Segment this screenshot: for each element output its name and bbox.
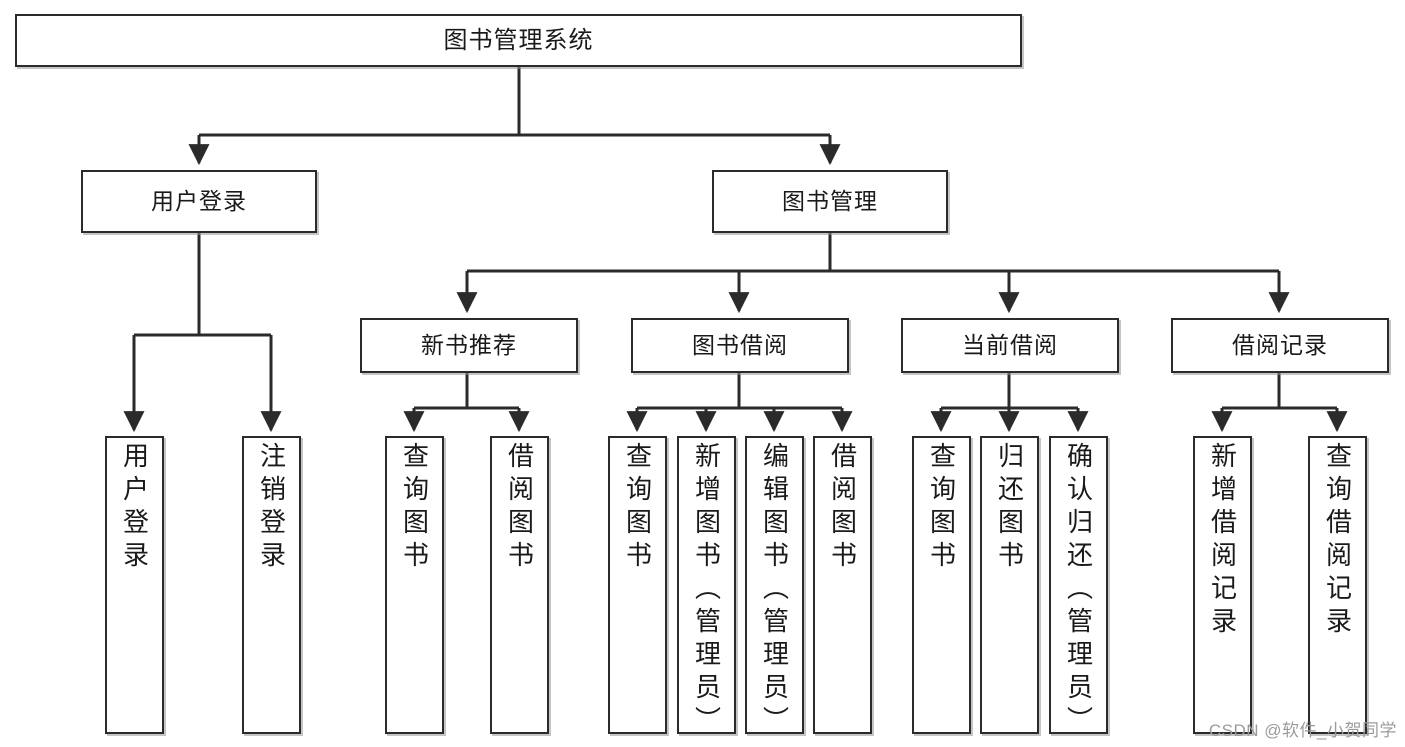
node-label: 图书借阅 bbox=[692, 332, 788, 359]
leaf-add-borrow-record[interactable]: 新增借阅记录 bbox=[1193, 436, 1252, 734]
leaf-query-book-newbook[interactable]: 查询图书 bbox=[385, 436, 444, 734]
node-label: 确认归还（管理员） bbox=[1063, 442, 1094, 739]
node-book-borrow[interactable]: 图书借阅 bbox=[631, 318, 849, 373]
leaf-borrow-book-newbook[interactable]: 借阅图书 bbox=[490, 436, 549, 734]
node-label: 借阅图书 bbox=[504, 442, 535, 574]
node-current-borrow[interactable]: 当前借阅 bbox=[901, 318, 1119, 373]
node-label: 当前借阅 bbox=[962, 332, 1058, 359]
node-user-login[interactable]: 用户登录 bbox=[81, 170, 317, 233]
node-label: 新增借阅记录 bbox=[1207, 442, 1238, 640]
node-label: 查询图书 bbox=[399, 442, 430, 574]
node-label: 新增图书（管理员） bbox=[691, 442, 722, 739]
node-borrow-record[interactable]: 借阅记录 bbox=[1171, 318, 1389, 373]
node-label: 查询图书 bbox=[622, 442, 653, 574]
node-root-book-management-system[interactable]: 图书管理系统 bbox=[15, 14, 1022, 67]
node-label: 归还图书 bbox=[994, 442, 1025, 574]
node-label: 编辑图书（管理员） bbox=[759, 442, 790, 739]
node-label: 图书管理 bbox=[782, 188, 878, 215]
node-label: 新书推荐 bbox=[421, 332, 517, 359]
node-label: 图书管理系统 bbox=[443, 26, 594, 54]
leaf-borrow-book[interactable]: 借阅图书 bbox=[813, 436, 872, 734]
node-book-management[interactable]: 图书管理 bbox=[712, 170, 948, 233]
leaf-logout[interactable]: 注销登录 bbox=[242, 436, 301, 734]
leaf-query-borrow-record[interactable]: 查询借阅记录 bbox=[1308, 436, 1367, 734]
leaf-edit-book-admin[interactable]: 编辑图书（管理员） bbox=[745, 436, 804, 739]
node-label: 注销登录 bbox=[256, 442, 287, 574]
node-label: 借阅记录 bbox=[1232, 332, 1328, 359]
node-label: 用户登录 bbox=[151, 188, 247, 215]
leaf-add-book-admin[interactable]: 新增图书（管理员） bbox=[677, 436, 736, 739]
leaf-query-book-borrow[interactable]: 查询图书 bbox=[608, 436, 667, 734]
leaf-query-book-current[interactable]: 查询图书 bbox=[912, 436, 971, 734]
node-label: 借阅图书 bbox=[827, 442, 858, 574]
node-label: 查询图书 bbox=[926, 442, 957, 574]
node-new-book-recommend[interactable]: 新书推荐 bbox=[360, 318, 578, 373]
node-label: 查询借阅记录 bbox=[1322, 442, 1353, 640]
leaf-user-login[interactable]: 用户登录 bbox=[105, 436, 164, 734]
leaf-return-book[interactable]: 归还图书 bbox=[980, 436, 1039, 734]
node-label: 用户登录 bbox=[119, 442, 150, 574]
leaf-confirm-return-admin[interactable]: 确认归还（管理员） bbox=[1049, 436, 1108, 739]
